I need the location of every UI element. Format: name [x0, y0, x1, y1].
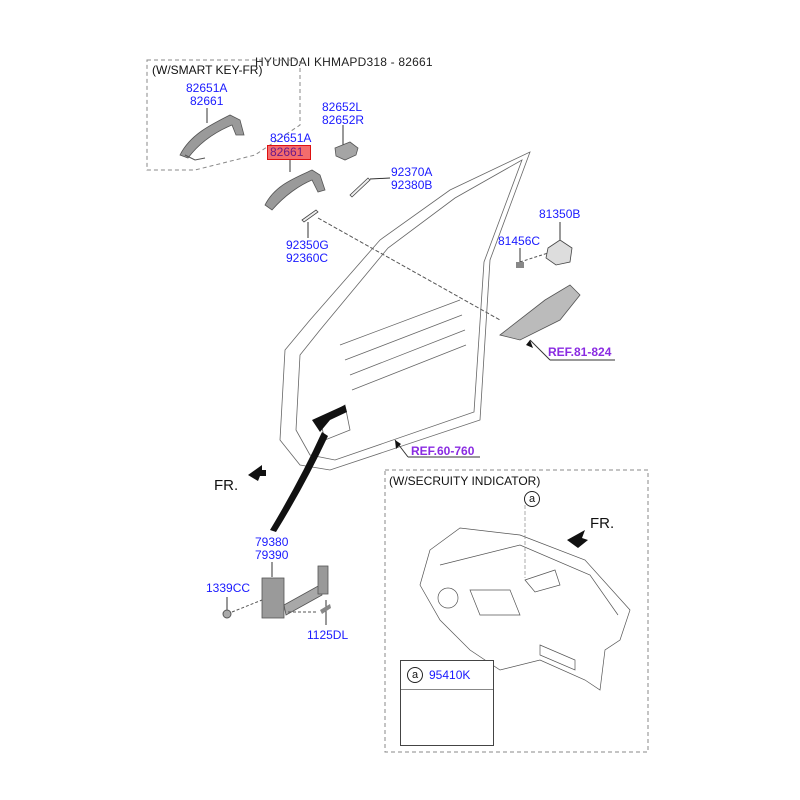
part-number: 92360C	[286, 251, 329, 265]
door-checker-art	[222, 562, 331, 625]
security-group-border	[384, 469, 649, 753]
callout-smart-key-handle[interactable]: 82651A 82661	[186, 82, 227, 108]
smart-key-group-label: (W/SMART KEY-FR)	[152, 63, 263, 77]
legend-callout-marker: a	[407, 667, 423, 683]
part-number: 81350B	[539, 207, 581, 221]
security-group-label: (W/SECRUITY INDICATOR)	[389, 474, 541, 488]
callout-pad-lower[interactable]: 92350G 92360C	[286, 239, 329, 265]
part-number: 82651A	[186, 81, 228, 95]
ref-latch-link[interactable]: REF.81-824	[548, 345, 612, 359]
legend-box: a 95410K	[400, 660, 494, 746]
dashboard-art	[419, 505, 631, 691]
part-number: 81456C	[498, 234, 541, 248]
part-number: 1339CC	[206, 581, 251, 595]
part-number: 82661	[190, 94, 224, 108]
part-number: 82652R	[322, 113, 365, 127]
legend-part-number[interactable]: 95410K	[429, 668, 471, 682]
fr-arrow-right-icon	[567, 530, 588, 548]
legend-header: a 95410K	[401, 661, 493, 690]
callout-pad-upper[interactable]: 92370A 92380B	[391, 166, 432, 192]
pad-lower-art	[301, 209, 319, 223]
highlighted-part-number[interactable]: 82661	[267, 145, 312, 160]
part-number: 82651A	[270, 131, 312, 145]
check-strap-art	[312, 405, 347, 432]
striker-art	[516, 222, 573, 268]
ref-door-link[interactable]: REF.60-760	[411, 444, 475, 458]
diagram-title: HYUNDAI KHMAPD318 - 82661	[255, 55, 433, 69]
callout-door-checker[interactable]: 79380 79390	[255, 536, 288, 562]
callout-striker[interactable]: 81350B	[539, 208, 580, 221]
outside-handle-smartkey-art	[179, 108, 245, 161]
part-number: 79380	[255, 535, 289, 549]
part-number: 92370A	[391, 165, 433, 179]
part-number: 92380B	[391, 178, 433, 192]
callout-a-marker: a	[524, 491, 540, 507]
pad-upper-art	[349, 177, 371, 198]
smart-key-group-border	[146, 59, 301, 171]
callout-nut[interactable]: 1339CC	[206, 582, 250, 595]
callout-outside-handle[interactable]: 82651A 82661	[267, 131, 312, 160]
part-number: 1125DL	[307, 628, 349, 642]
part-number: 92350G	[286, 238, 329, 252]
callout-bolt[interactable]: 1125DL	[307, 629, 348, 642]
handle-cover-art	[334, 125, 359, 161]
outside-handle-art	[264, 158, 326, 211]
front-direction-label-left: FR.	[214, 477, 239, 494]
part-number: 79390	[255, 548, 289, 562]
front-direction-label-right: FR.	[590, 515, 615, 532]
part-number: 82652L	[322, 100, 363, 114]
latch-assembly-art	[499, 284, 615, 361]
callout-striker-bolt[interactable]: 81456C	[498, 235, 540, 248]
fr-arrow-left-icon	[248, 465, 266, 481]
callout-handle-cover[interactable]: 82652L 82652R	[322, 101, 364, 127]
